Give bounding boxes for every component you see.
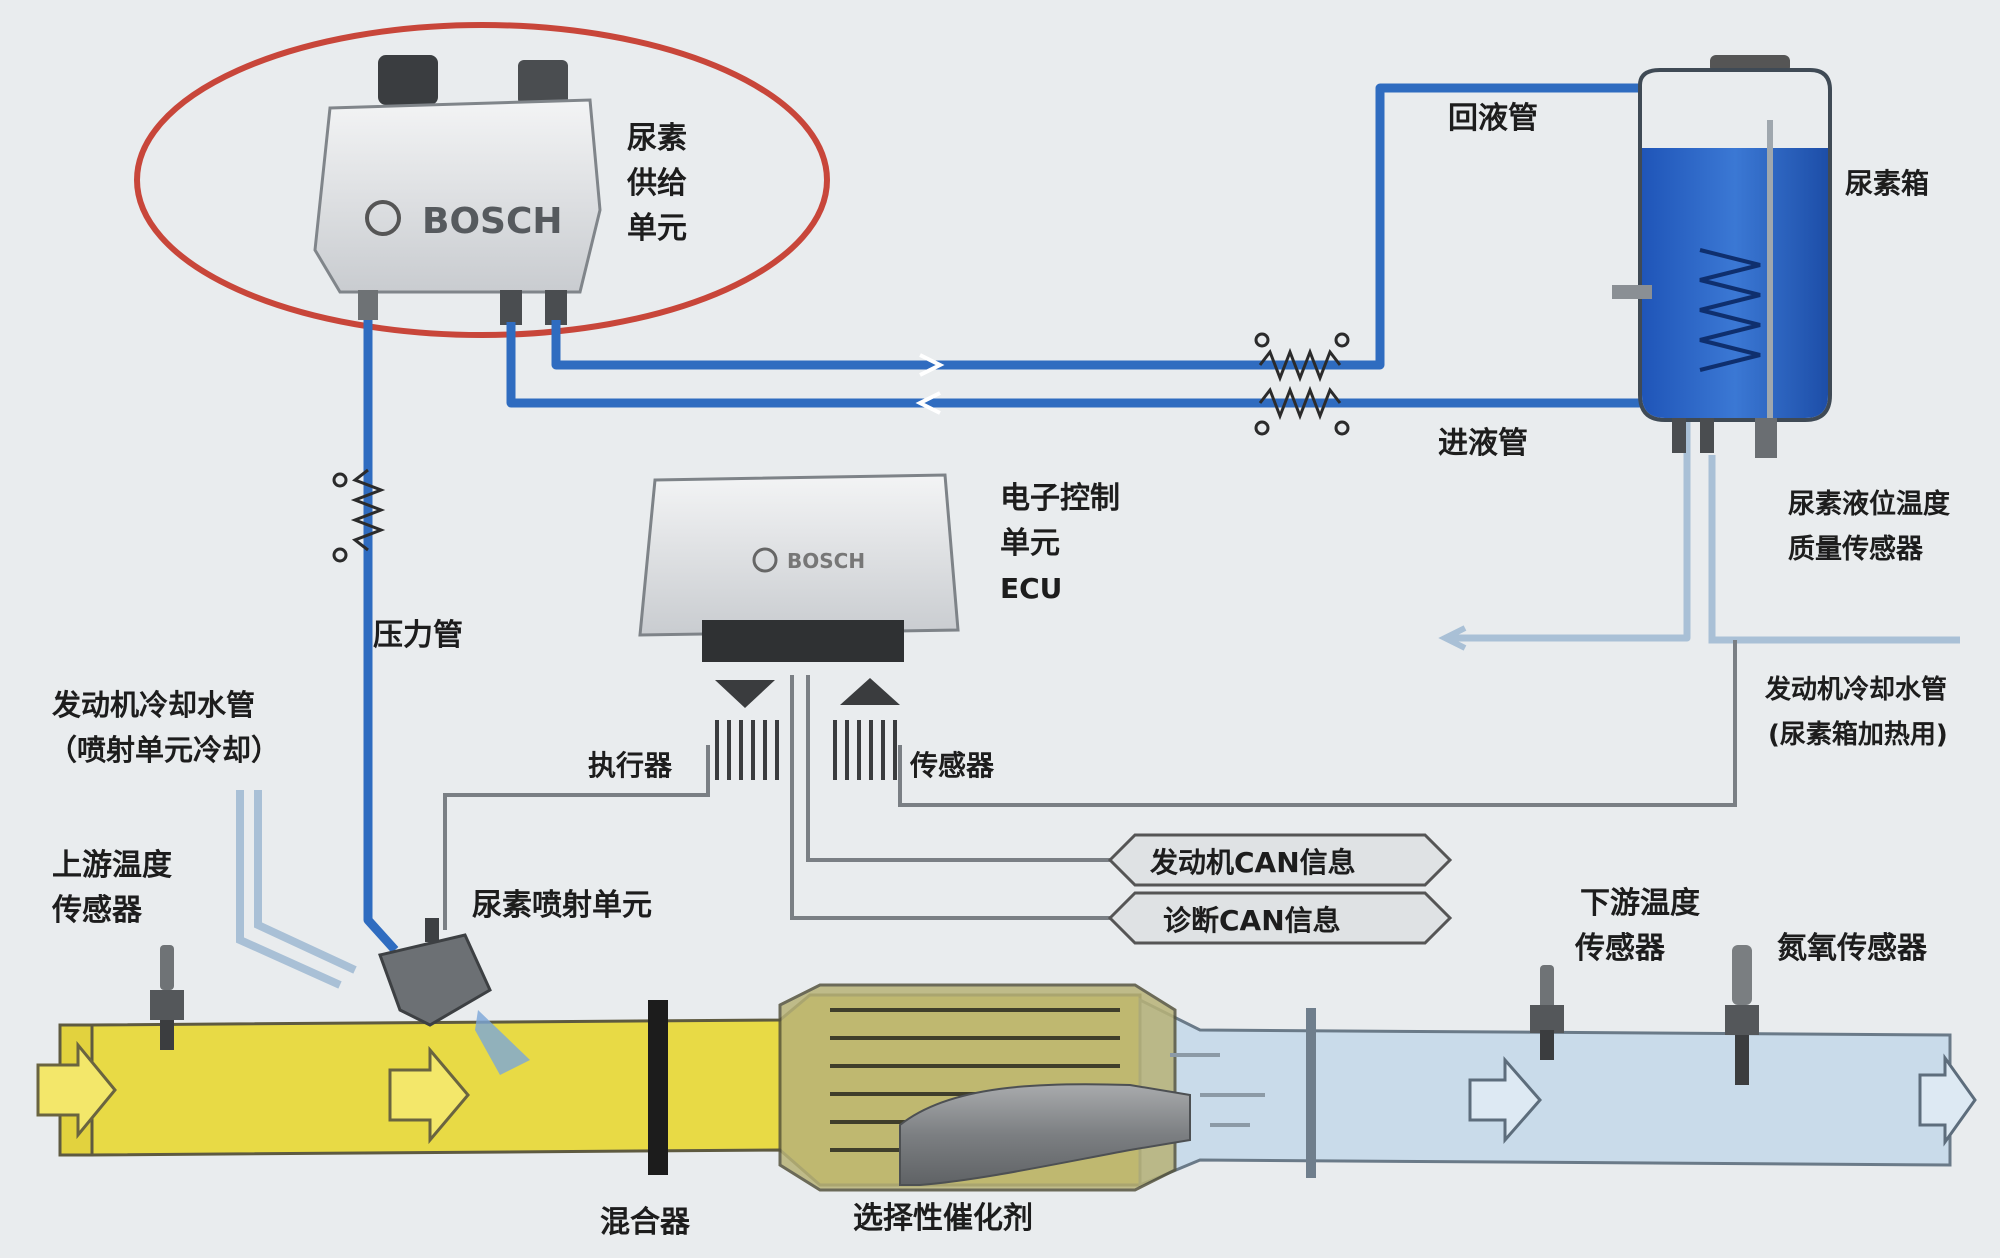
actuator-down-arrow-icon — [715, 680, 775, 708]
flow-arrow-inlet — [36, 1040, 117, 1140]
label-actuator: 执行器 — [588, 749, 673, 782]
injector-coolant-lines — [236, 790, 357, 989]
feed-line-arrow — [915, 391, 941, 415]
label-coolant-tank-2: (尿素箱加热用) — [1768, 719, 1948, 750]
ecu-brand: BOSCH — [787, 549, 865, 573]
tank-coolant-supply — [1708, 455, 1960, 644]
pipe-flange-downstream — [1306, 1008, 1316, 1178]
label-tank: 尿素箱 — [1845, 167, 1929, 200]
tank-heater-coil — [1699, 248, 1761, 372]
upstream-temp-sensor — [150, 945, 184, 1050]
label-level-sensor-2: 质量传感器 — [1788, 533, 1924, 565]
signal-wires — [443, 640, 1737, 930]
catalyst-exit-arrows — [1170, 1053, 1265, 1127]
label-pressure-line: 压力管 — [373, 618, 463, 653]
sensor-signal-bars — [833, 720, 897, 780]
label-return-line: 回液管 — [1448, 101, 1538, 136]
label-catalyst: 选择性催化剂 — [853, 1201, 1033, 1236]
label-supply-unit-2: 供给 — [626, 166, 687, 201]
ecu-unit: BOSCH — [638, 473, 960, 662]
label-coolant-injector-2: （喷射单元冷却） — [48, 733, 280, 767]
label-ecu-2: 单元 — [1000, 526, 1060, 561]
ecu-bosch-logo-icon — [752, 547, 778, 573]
mixer — [648, 1000, 668, 1175]
return-line-arrow — [919, 353, 945, 377]
line-heater-coils — [332, 332, 1350, 563]
supply-unit-highlight-ring — [134, 22, 830, 338]
label-supply-unit-3: 单元 — [627, 211, 687, 246]
label-downstream-temp-2: 传感器 — [1574, 931, 1666, 966]
label-mixer: 混合器 — [600, 1205, 691, 1240]
sensor-up-arrow-icon — [840, 678, 900, 705]
feed-line — [506, 322, 1640, 408]
label-injector: 尿素喷射单元 — [472, 888, 652, 923]
downstream-temp-sensor — [1530, 965, 1564, 1060]
label-diag-can: 诊断CAN信息 — [1163, 904, 1341, 937]
label-feed-line: 进液管 — [1438, 426, 1528, 461]
label-nox-sensor: 氮氧传感器 — [1777, 931, 1928, 966]
label-sensor: 传感器 — [909, 749, 995, 782]
actuator-signal-bars — [715, 720, 779, 780]
catalyst-outlet-cone — [899, 1083, 1191, 1186]
urea-lines — [363, 83, 1691, 954]
pressure-line — [363, 320, 399, 954]
diag-can-tag: 诊断CAN信息 — [1107, 891, 1453, 945]
label-coolant-injector-1: 发动机冷却水管 — [51, 688, 255, 722]
label-upstream-temp-2: 传感器 — [51, 893, 143, 928]
nox-sensor — [1725, 945, 1759, 1085]
urea-spray — [475, 1010, 530, 1075]
exhaust-pipe — [36, 983, 1977, 1192]
supply-unit-brand: BOSCH — [422, 201, 563, 242]
label-coolant-tank-1: 发动机冷却水管 — [1764, 674, 1947, 705]
flow-arrow-mid — [388, 1045, 470, 1145]
label-engine-can: 发动机CAN信息 — [1149, 846, 1356, 879]
urea-supply-unit: BOSCH — [313, 55, 602, 325]
bosch-logo-icon — [365, 200, 401, 236]
flow-arrow-downstream — [1468, 1056, 1542, 1144]
flow-arrow-outlet — [1918, 1053, 1977, 1147]
return-line — [551, 83, 1640, 370]
engine-can-tag: 发动机CAN信息 — [1107, 833, 1453, 887]
label-downstream-temp-1: 下游温度 — [1580, 886, 1700, 921]
label-upstream-temp-1: 上游温度 — [52, 848, 172, 883]
label-level-sensor-1: 尿素液位温度 — [1788, 488, 1950, 520]
label-ecu-3: ECU — [1000, 572, 1062, 605]
label-ecu-1: 电子控制 — [1000, 481, 1120, 516]
coolant-return-arrow — [1438, 625, 1467, 651]
urea-injector — [378, 918, 530, 1075]
tank-coolant-return — [1450, 418, 1691, 642]
urea-tank — [1612, 55, 1832, 458]
label-supply-unit-1: 尿素 — [627, 121, 687, 156]
